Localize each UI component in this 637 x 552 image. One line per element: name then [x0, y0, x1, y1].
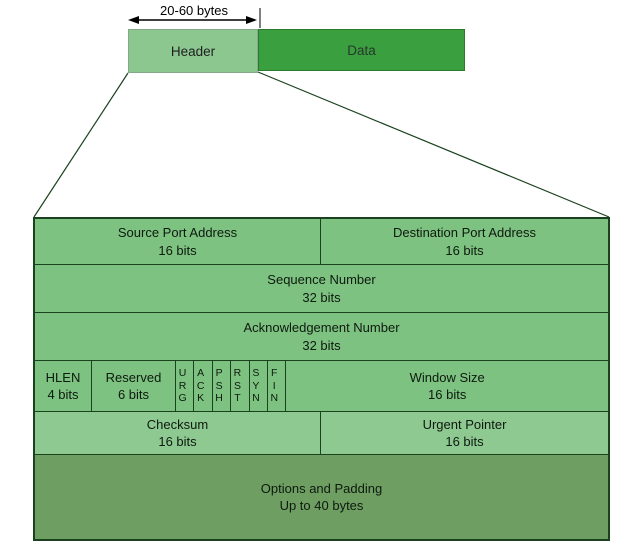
data-box: Data	[258, 29, 465, 71]
flag-psh: P S H	[211, 361, 230, 411]
field-destination-port: Destination Port Address 16 bits	[320, 219, 608, 264]
field-title: Reserved	[105, 369, 162, 385]
field-size: Up to 40 bytes	[279, 498, 364, 513]
field-size: 4 bits	[47, 387, 79, 402]
field-size: 16 bits	[428, 387, 467, 402]
flag-syn: S Y N	[248, 361, 267, 411]
field-title: Checksum	[146, 416, 209, 432]
field-size: 16 bits	[158, 434, 197, 449]
field-title: Sequence Number	[267, 272, 376, 288]
flag-fin: F I N	[266, 361, 285, 411]
connector-line-right	[257, 71, 610, 218]
field-size: 16 bits	[445, 434, 484, 449]
connector-line-left	[33, 72, 129, 218]
table-row-checksum: Checksum 16 bits Urgent Pointer 16 bits	[35, 411, 608, 454]
table-row-options: Options and Padding Up to 40 bytes	[35, 454, 608, 539]
field-title: Destination Port Address	[392, 225, 537, 241]
field-options-padding: Options and Padding Up to 40 bytes	[35, 455, 608, 539]
tcp-header-table: Source Port Address 16 bits Destination …	[33, 217, 610, 541]
field-reserved: Reserved 6 bits	[91, 361, 175, 411]
field-title: Urgent Pointer	[422, 416, 507, 432]
field-title: Acknowledgement Number	[243, 320, 400, 336]
flag-urg: U R G	[175, 361, 193, 411]
field-size: 32 bits	[302, 337, 341, 353]
flag-ack: A C K	[193, 361, 211, 411]
field-title: HLEN	[45, 369, 81, 385]
field-title: Window Size	[409, 369, 485, 385]
field-title: Options and Padding	[260, 480, 383, 496]
data-box-label: Data	[347, 42, 376, 58]
field-acknowledgement-number: Acknowledgement Number 32 bits	[35, 313, 608, 360]
table-row-sequence: Sequence Number 32 bits	[35, 264, 608, 312]
field-source-port: Source Port Address 16 bits	[35, 219, 320, 264]
field-window-size: Window Size 16 bits	[285, 361, 608, 411]
field-size: 32 bits	[302, 289, 341, 305]
flag-rst: R S T	[230, 361, 248, 411]
table-row-ports: Source Port Address 16 bits Destination …	[35, 219, 608, 264]
measure-label: 20-60 bytes	[160, 3, 228, 18]
header-box-label: Header	[170, 43, 216, 59]
field-size: 6 bits	[117, 387, 150, 402]
table-row-acknowledgement: Acknowledgement Number 32 bits	[35, 312, 608, 360]
field-hlen: HLEN 4 bits	[35, 361, 91, 411]
field-urgent-pointer: Urgent Pointer 16 bits	[320, 412, 608, 454]
field-checksum: Checksum 16 bits	[35, 412, 320, 454]
header-box: Header	[128, 29, 258, 73]
table-row-flags: HLEN 4 bits Reserved 6 bits U R G A C K …	[35, 360, 608, 411]
field-size: 16 bits	[158, 242, 197, 258]
field-sequence-number: Sequence Number 32 bits	[35, 265, 608, 312]
field-title: Source Port Address	[117, 225, 238, 241]
field-size: 16 bits	[445, 242, 484, 258]
